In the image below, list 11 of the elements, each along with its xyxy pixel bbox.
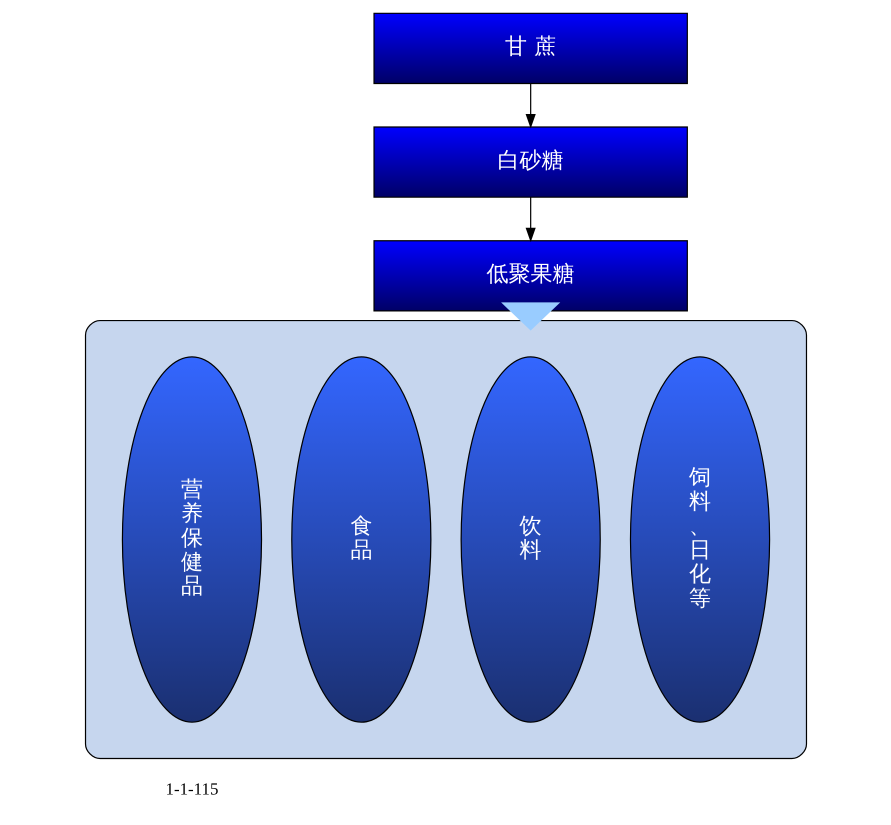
node-box: 白砂糖: [372, 126, 688, 198]
node-ellipse: 食品: [290, 356, 431, 723]
node-ellipse: 饲料、日化等: [629, 356, 770, 723]
node-ellipse: 营养保健品: [121, 356, 262, 723]
arrow: [525, 84, 536, 129]
node-box: 甘 蔗: [372, 12, 688, 84]
cluster: [84, 320, 807, 760]
label: 1-1-115: [164, 779, 218, 798]
node-ellipse: 饮料: [460, 356, 600, 723]
arrow: [525, 197, 536, 242]
arrow: [500, 302, 560, 331]
